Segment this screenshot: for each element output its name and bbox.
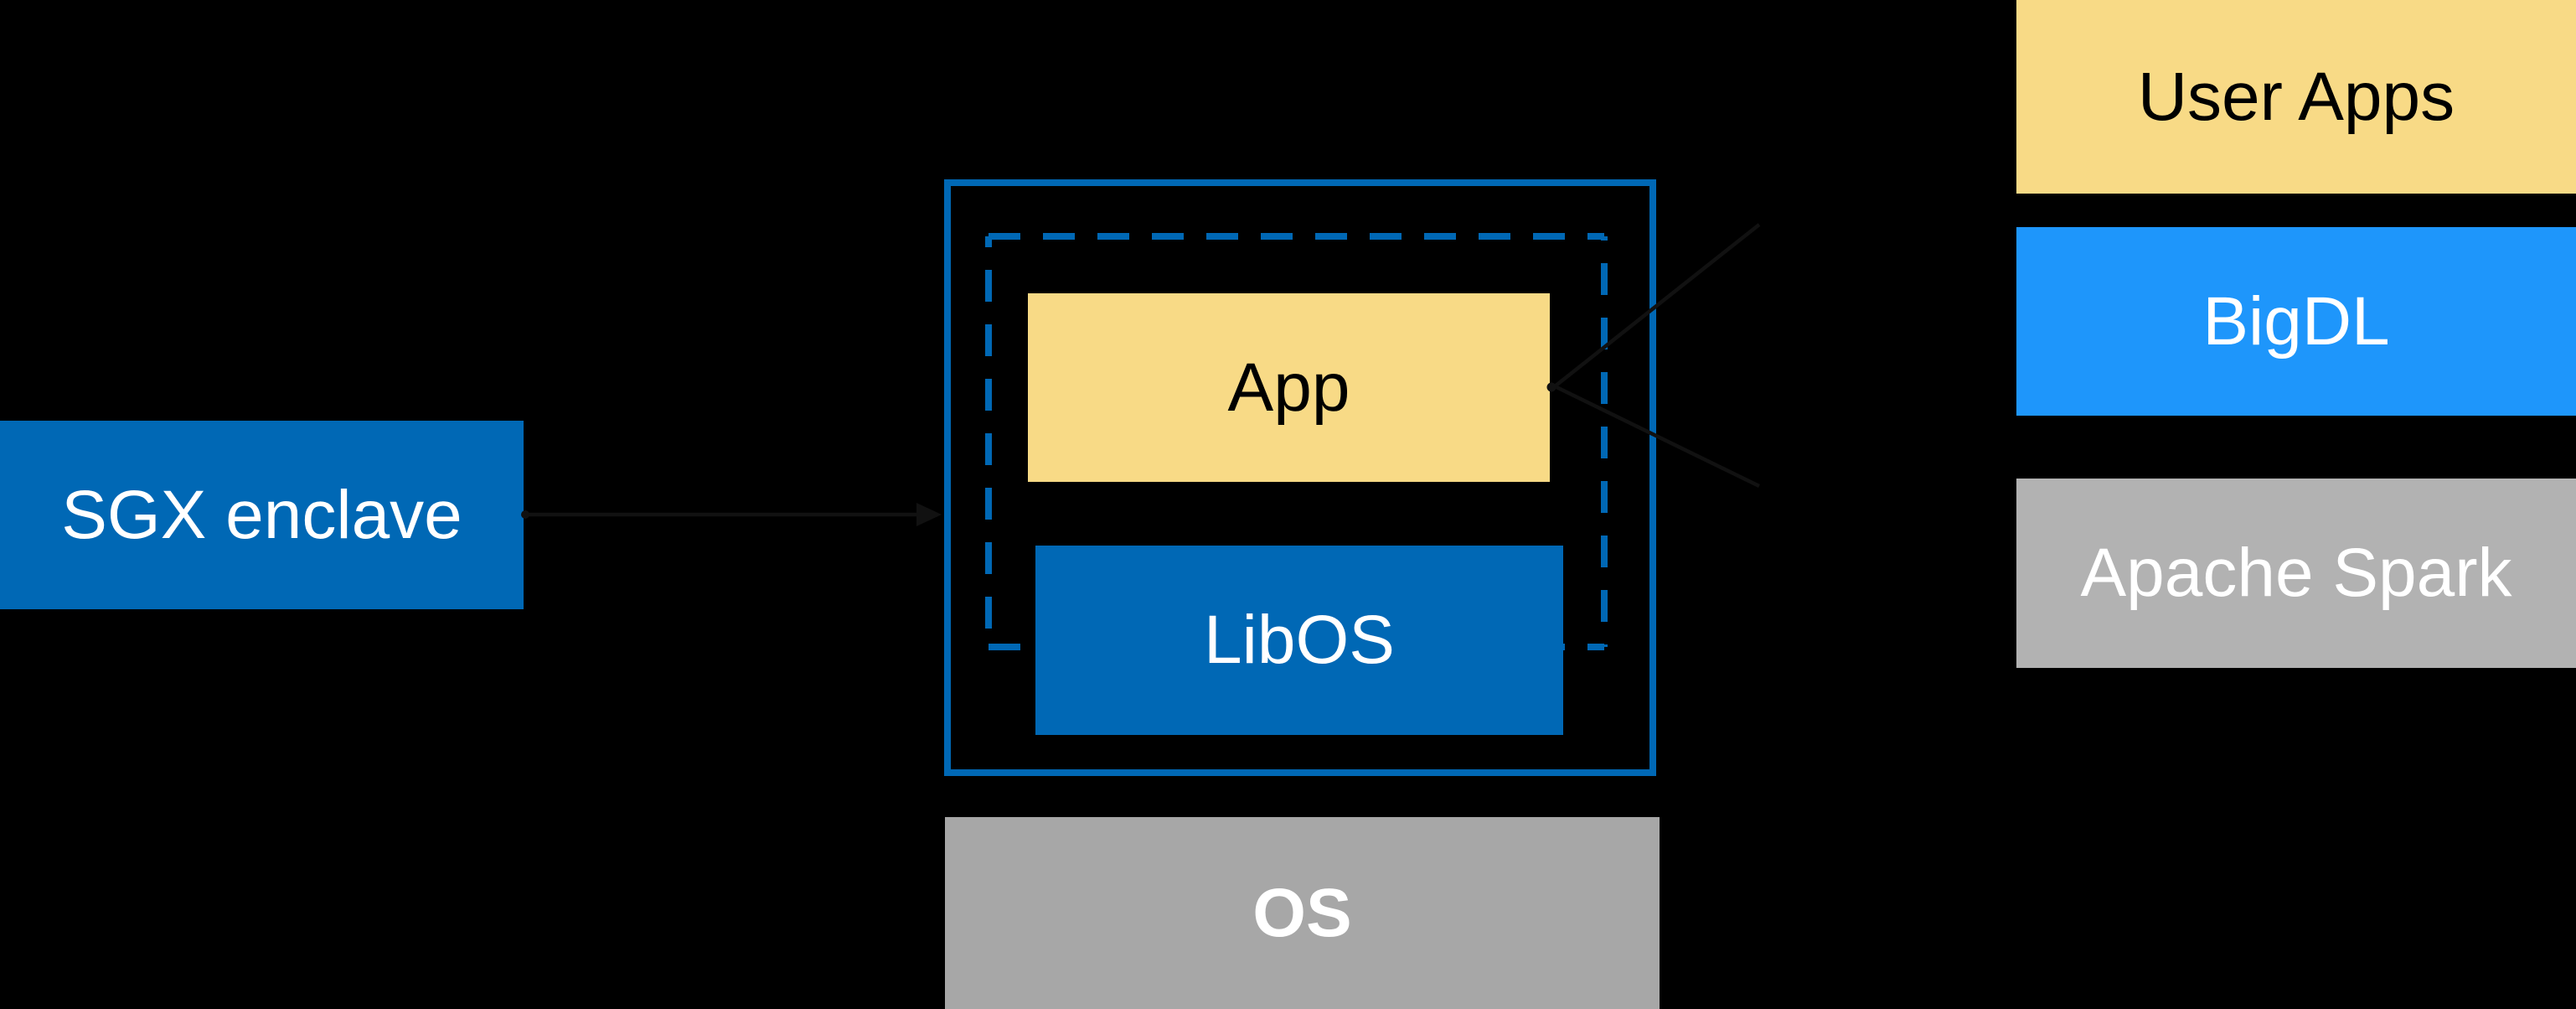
stack-item-bigdl: BigDL (2016, 227, 2576, 416)
os-box: OS (945, 817, 1660, 1009)
stack-item-user-apps: User Apps (2016, 0, 2576, 194)
bigdl-label: BigDL (2202, 282, 2390, 360)
host-box-border (944, 179, 1656, 776)
sgx-enclave-box: SGX enclave (0, 421, 524, 609)
stack-item-apache-spark: Apache Spark (2016, 479, 2576, 668)
stack-arrow-upper-line (1553, 223, 1761, 388)
libos-box: LibOS (1035, 546, 1563, 735)
libos-label: LibOS (1204, 602, 1395, 678)
sgx-arrowhead-icon (916, 503, 942, 526)
user-apps-label: User Apps (2137, 58, 2455, 135)
apache-spark-label: Apache Spark (2080, 535, 2512, 611)
sgx-enclave-label: SGX enclave (61, 476, 462, 553)
app-label: App (1227, 349, 1350, 426)
app-box: App (1028, 293, 1550, 482)
stack-arrow-lower-line (1554, 384, 1760, 489)
stack-arrow-end-dot-icon (1546, 382, 1556, 392)
os-label: OS (1252, 874, 1352, 951)
